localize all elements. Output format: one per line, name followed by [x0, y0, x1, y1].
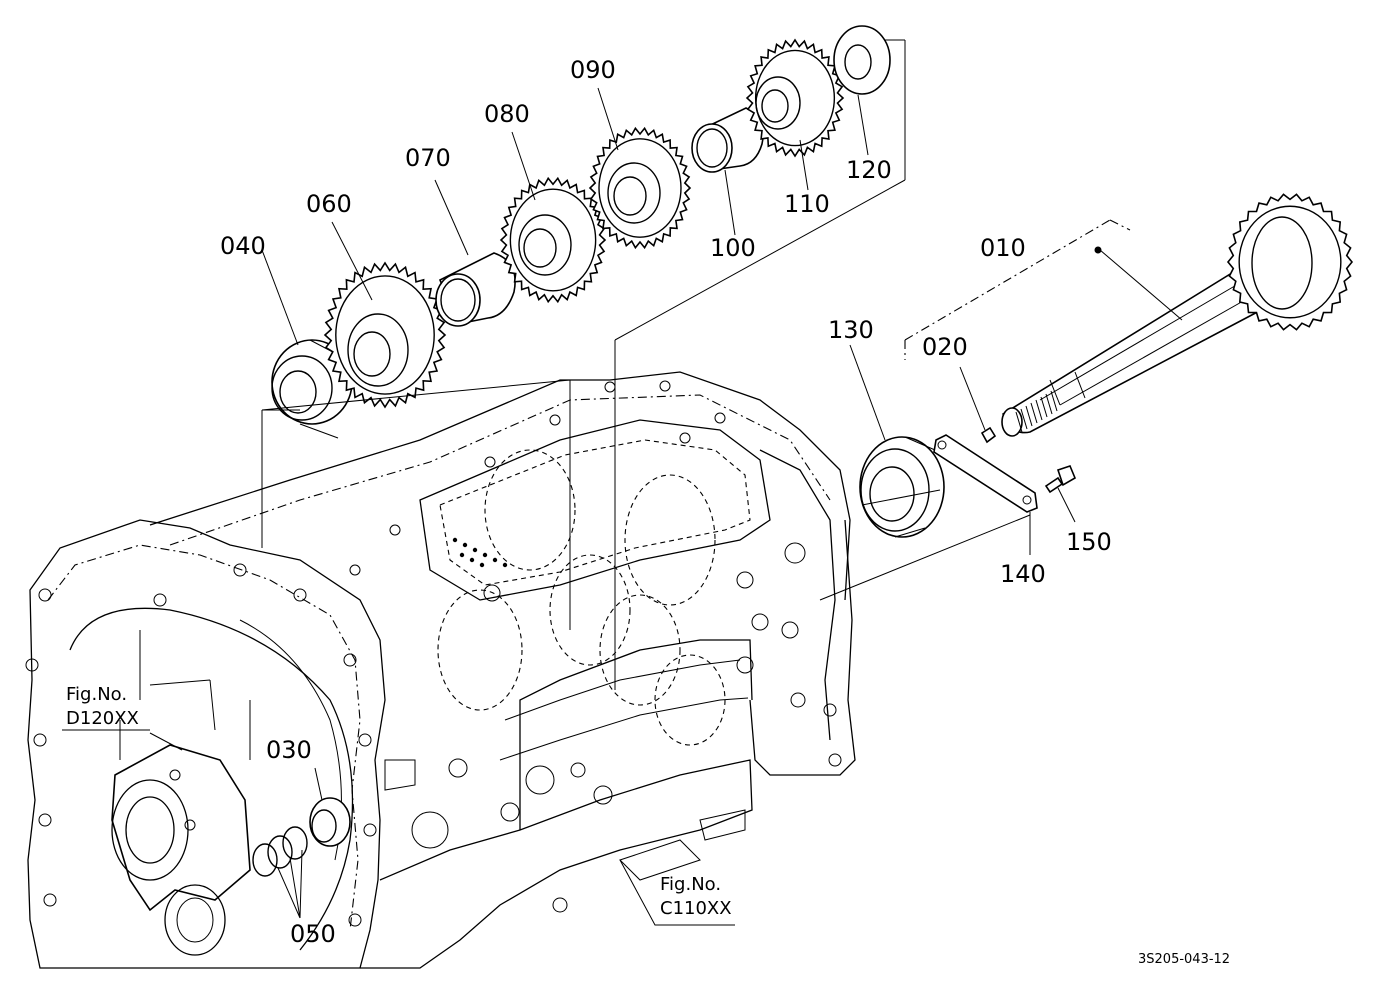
- leader-lines: [62, 39, 1183, 926]
- figure-references: Fig.No. D120XX Fig.No. C110XX: [66, 684, 732, 919]
- side-cover-assembly: [111, 744, 251, 956]
- gear-090: [588, 126, 692, 250]
- gear-110: [745, 38, 845, 158]
- shaft-thread-line: [1050, 390, 1058, 412]
- shaft-thread-line: [1030, 402, 1038, 424]
- gear-090-teeth: [588, 126, 692, 250]
- bolt-150: [1044, 465, 1077, 494]
- plate-140: [933, 434, 1038, 513]
- label-130: 130: [828, 316, 874, 344]
- o-rings-050: [252, 826, 308, 877]
- shaft-thread-line: [1040, 396, 1048, 418]
- gear-080-teeth: [499, 176, 607, 304]
- gear-080: [499, 176, 607, 304]
- label-120: 120: [846, 156, 892, 184]
- fig-ref-d120xx-line2: D120XX: [66, 708, 139, 729]
- gear-010-teeth-rim: [1238, 205, 1342, 319]
- label-030: 030: [266, 736, 312, 764]
- label-010: 010: [980, 234, 1026, 262]
- bearing-130: [859, 436, 945, 538]
- label-100: 100: [710, 234, 756, 262]
- transmission-case: [25, 371, 856, 969]
- label-110: 110: [784, 190, 830, 218]
- fig-ref-d120xx-line1: Fig.No.: [66, 684, 127, 705]
- label-060: 060: [306, 190, 352, 218]
- gear-060-teeth-rim: [335, 275, 435, 395]
- label-020: 020: [922, 333, 968, 361]
- shaft-thread-line: [1025, 405, 1033, 427]
- label-070: 070: [405, 144, 451, 172]
- label-080: 080: [484, 100, 530, 128]
- label-050: 050: [290, 920, 336, 948]
- gear-060: [323, 261, 447, 409]
- shaft-thread-line: [1035, 399, 1043, 421]
- gear-060-teeth: [323, 261, 447, 409]
- shaft-thread-line: [1015, 411, 1023, 433]
- oil-seal-030: [309, 797, 351, 847]
- label-140: 140: [1000, 560, 1046, 588]
- label-150: 150: [1066, 528, 1112, 556]
- label-040: 040: [220, 232, 266, 260]
- fig-ref-c110xx-line2: C110XX: [660, 898, 732, 919]
- gear-010-teeth: [1226, 193, 1354, 331]
- shaft-010: [1001, 193, 1354, 437]
- bushing-100: [691, 107, 765, 173]
- gear-090-teeth-rim: [598, 138, 682, 238]
- washer-120: [833, 25, 891, 95]
- bushing-070: [435, 252, 516, 327]
- gear-110-teeth-rim: [754, 49, 836, 147]
- shaft-thread-line: [1020, 408, 1028, 430]
- drawing-code: 3S205-043-12: [1138, 952, 1230, 967]
- fig-ref-c110xx-line1: Fig.No.: [660, 874, 721, 895]
- gear-080-teeth-rim: [509, 188, 597, 292]
- pin-020: [980, 426, 997, 444]
- label-090: 090: [570, 56, 616, 84]
- gear-110-teeth: [745, 38, 845, 158]
- shaft-thread-line: [1045, 393, 1053, 415]
- part-labels: 010 020 030 040 050 060 070 080 090 100 …: [220, 56, 1112, 948]
